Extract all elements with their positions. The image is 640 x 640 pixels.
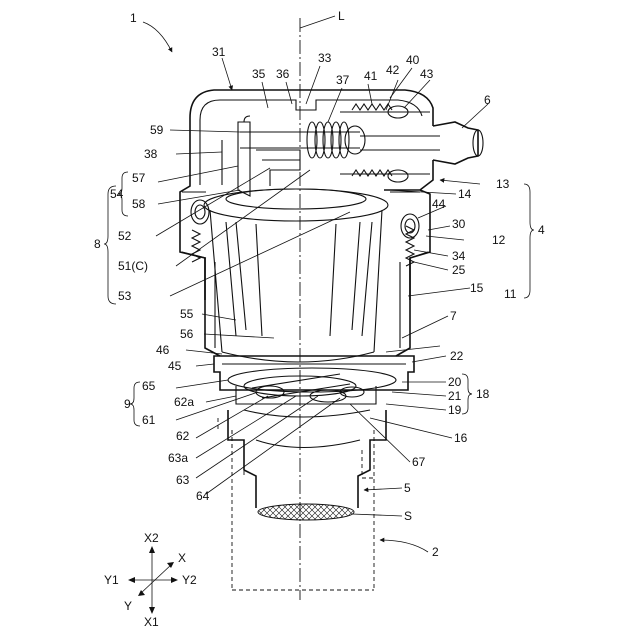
label-4: 4 [538,223,545,237]
filter-plate [236,374,376,404]
axis-y: Y [124,599,132,613]
label-35: 35 [252,67,266,81]
label-42: 42 [386,63,400,77]
label-62a: 62a [174,395,194,409]
label-19: 19 [448,403,462,417]
label-43: 43 [420,67,434,81]
label-56: 56 [180,327,194,341]
label-67: 67 [412,455,426,469]
label-34: 34 [452,249,466,263]
label-53: 53 [118,289,132,303]
label-59: 59 [150,123,164,137]
axis-y2: Y2 [182,573,197,587]
label-57: 57 [132,171,146,185]
label-38: 38 [144,147,158,161]
label-16: 16 [454,431,468,445]
label-54: 54 [110,187,124,201]
label-37: 37 [336,73,350,87]
label-22: 22 [450,349,464,363]
float-linkage [238,116,365,196]
float-body [204,189,388,362]
label-11: 11 [504,287,517,301]
label-25: 25 [452,263,466,277]
axis-x: X [178,551,186,565]
label-61: 61 [142,413,156,427]
label-63a: 63a [168,451,188,465]
axis-y1: Y1 [104,573,119,587]
label-9: 9 [124,397,131,411]
label-40: 40 [406,53,420,67]
label-33: 33 [318,51,332,65]
label-58: 58 [132,197,146,211]
label-8: 8 [94,237,101,251]
label-13: 13 [496,177,510,191]
label-18: 18 [476,387,490,401]
valve-assembly [340,104,483,182]
axis-legend: X2 X Y1 Y2 Y X1 [104,531,197,629]
label-12: 12 [492,233,506,247]
cap-housing [180,90,433,300]
outer-case [205,258,410,356]
label-46: 46 [156,343,170,357]
label-65: 65 [142,379,156,393]
label-S: S [404,509,412,523]
label-5: 5 [404,481,411,495]
label-36: 36 [276,67,290,81]
label-15: 15 [470,281,484,295]
label-2: 2 [432,545,439,559]
label-6: 6 [484,93,491,107]
figure-number: 1 [130,11,137,25]
label-45: 45 [168,359,182,373]
label-7: 7 [450,309,457,323]
label-31: 31 [212,45,226,59]
label-62: 62 [176,429,190,443]
label-44: 44 [432,197,446,211]
reference-labels: 1 L 31 33 35 36 37 40 41 42 43 6 59 38 5… [94,9,545,559]
label-14: 14 [458,187,472,201]
label-64: 64 [196,489,210,503]
axis-letter: L [338,9,345,23]
axis-x2: X2 [144,531,159,545]
label-30: 30 [452,217,466,231]
axis-x1: X1 [144,615,159,629]
braces [104,172,534,426]
label-63: 63 [176,473,190,487]
label-51c: 51(C) [118,259,148,273]
label-41: 41 [364,69,378,83]
label-20: 20 [448,375,462,389]
label-55: 55 [180,307,194,321]
label-52: 52 [118,229,132,243]
label-21: 21 [448,389,462,403]
